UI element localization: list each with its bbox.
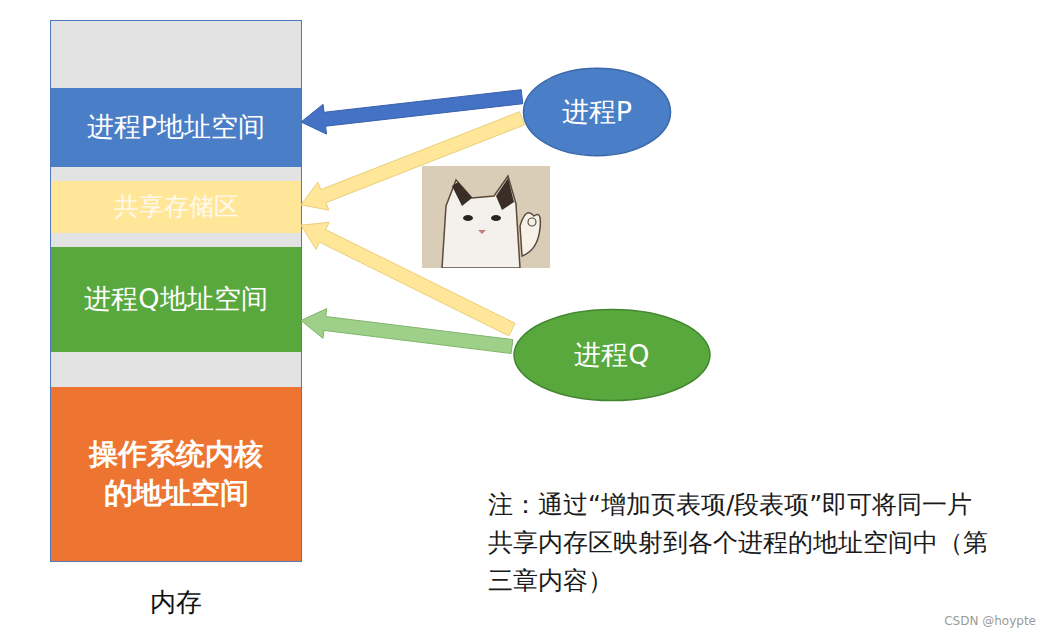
segment-label: 进程Q地址空间 — [84, 281, 267, 317]
free-memory-band — [51, 352, 301, 388]
process-ellipse: 进程P — [522, 67, 672, 157]
block-arrow — [301, 112, 525, 210]
free-memory-band — [51, 233, 301, 248]
memory-caption: 内存 — [51, 585, 301, 620]
cat-nose — [478, 230, 486, 234]
block-arrow — [301, 222, 515, 336]
process-label: 进程Q — [574, 337, 649, 373]
cat-eye — [463, 215, 473, 221]
segment-label: 共享存储区 — [114, 190, 239, 224]
block-arrow — [301, 309, 513, 354]
process-label: 进程P — [562, 94, 632, 130]
note-text: 注：通过“增加页表项/段表项”即可将同一片共享内存区映射到各个进程的地址空间中（… — [488, 486, 993, 600]
segment-label: 操作系统内核的地址空间 — [86, 435, 266, 513]
cat-eye — [491, 215, 501, 221]
memory-segment: 共享存储区 — [51, 181, 301, 233]
cat-patch — [496, 178, 514, 210]
memory-column: 内存进程P地址空间共享存储区进程Q地址空间操作系统内核的地址空间 — [50, 20, 302, 562]
free-memory-band — [51, 21, 301, 89]
process-ellipse: 进程Q — [512, 308, 712, 402]
free-memory-band — [51, 167, 301, 182]
memory-segment: 操作系统内核的地址空间 — [51, 387, 301, 561]
memory-segment: 进程P地址空间 — [51, 88, 301, 167]
illustration-bg — [422, 166, 550, 268]
segment-label: 进程P地址空间 — [87, 109, 265, 145]
block-arrow — [301, 90, 523, 134]
cat-head — [442, 176, 520, 268]
memory-segment: 进程Q地址空间 — [51, 247, 301, 352]
cat-illustration — [422, 166, 550, 268]
ellipse-shape — [514, 309, 710, 400]
cat-patch — [452, 182, 472, 206]
cat-paw-ok — [528, 218, 536, 226]
watermark: CSDN @hoypte — [944, 614, 1036, 628]
ellipse-shape — [524, 68, 671, 155]
cat-paw — [520, 213, 540, 256]
